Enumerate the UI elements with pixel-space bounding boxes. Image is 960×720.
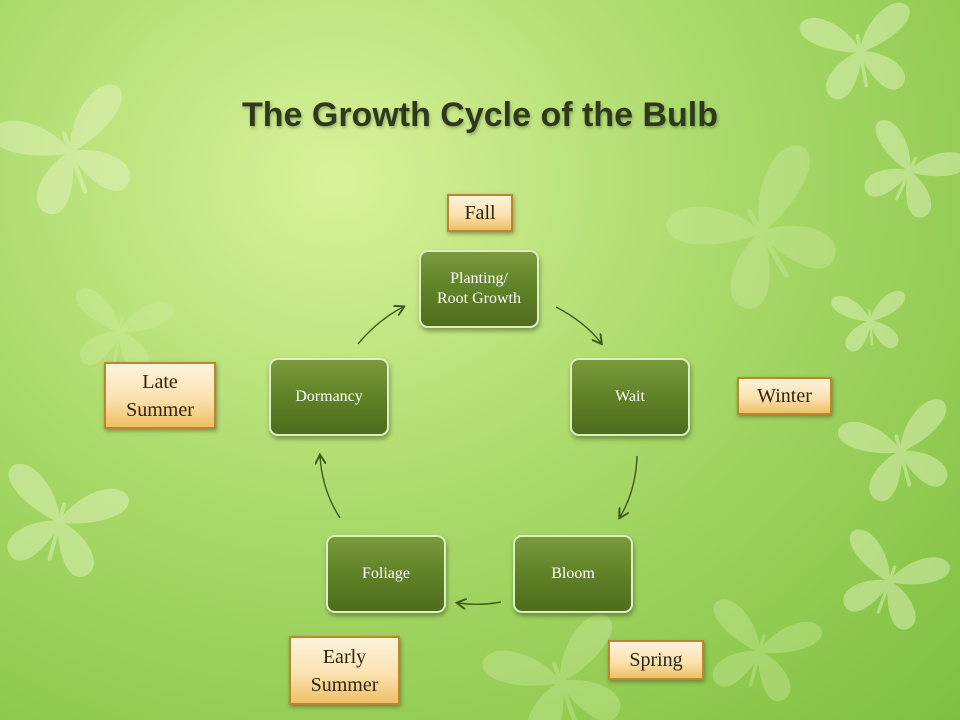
stage-planting: Planting/ Root Growth (419, 250, 539, 328)
page-title: The Growth Cycle of the Bulb (241, 96, 719, 134)
arrow-foliage-to-dormancy (320, 456, 341, 519)
season-winter: Winter (737, 377, 832, 415)
arrow-wait-to-bloom (620, 455, 638, 517)
stage-foliage: Foliage (326, 535, 446, 613)
season-fall: Fall (447, 194, 513, 232)
season-spring: Spring (608, 640, 704, 680)
stage-dormancy: Dormancy (269, 358, 389, 436)
arrow-dormancy-to-planting (357, 307, 403, 345)
arrow-bloom-to-foliage (458, 602, 502, 604)
season-early-summer: Early Summer (289, 636, 400, 705)
stage-bloom: Bloom (513, 535, 633, 613)
stage-wait: Wait (570, 358, 690, 436)
season-late-summer: Late Summer (104, 362, 216, 429)
arrow-planting-to-wait (555, 306, 601, 343)
